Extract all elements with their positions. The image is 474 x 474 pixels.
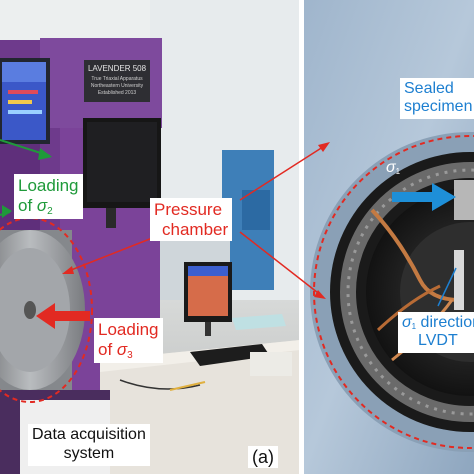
- plate-line2: True Triaxial Apparatus: [91, 76, 143, 82]
- right-photo: [302, 0, 474, 474]
- plate-line3: Northeastern University: [91, 83, 144, 89]
- loading-sigma3-line1: Loading: [98, 320, 159, 339]
- sigma1-arrow: [392, 183, 456, 211]
- panel-label-a: (a): [248, 446, 278, 468]
- lvdt-label: σ1 direction LVDT: [398, 312, 474, 353]
- keyboard: [190, 344, 270, 366]
- loading-sigma2-label: Loading of σ2: [14, 174, 83, 220]
- chamber-circle-left: [0, 217, 93, 403]
- data-acquisition-line1: Data acquisition: [32, 426, 146, 443]
- data-acquisition-label: Data acquisition system: [28, 424, 150, 466]
- data-acquisition-line2: system: [63, 444, 115, 462]
- panel-divider: [299, 0, 304, 474]
- sealed-specimen-line1: Sealed: [404, 80, 454, 97]
- loading-sigma3-line2: of σ3: [98, 339, 133, 361]
- machine-plate: [84, 60, 150, 102]
- chamber-circle-right: [313, 135, 474, 449]
- left-photo: LAVENDER 508 True Triaxial Apparatus Nor…: [0, 0, 300, 474]
- plate-line4: Established 2013: [98, 90, 137, 96]
- lvdt-pointer: [437, 267, 457, 307]
- pressure-chamber-arrows: [62, 142, 330, 299]
- sealed-specimen-label: Sealed specimen: [400, 78, 474, 119]
- loading-sigma2-line2: of σ2: [18, 195, 53, 217]
- loading-sigma3-label: Loading of σ3: [94, 318, 163, 364]
- lvdt-line1: σ1 direction: [402, 314, 474, 331]
- pressure-chamber-line1: Pressure: [154, 200, 223, 219]
- sealed-specimen-line2: specimen: [404, 98, 473, 116]
- pressure-chamber-label: Pressure chamber: [150, 198, 233, 242]
- sigma1-label: σ1: [386, 159, 401, 176]
- plate-line1: LAVENDER 508: [88, 64, 147, 73]
- loading-sigma2-line1: Loading: [18, 176, 79, 195]
- sigma3-arrow: [36, 303, 90, 329]
- lvdt-line2: LVDT: [418, 332, 458, 350]
- sigma2-arrow: [0, 139, 52, 218]
- pressure-chamber-line2: chamber: [162, 219, 229, 239]
